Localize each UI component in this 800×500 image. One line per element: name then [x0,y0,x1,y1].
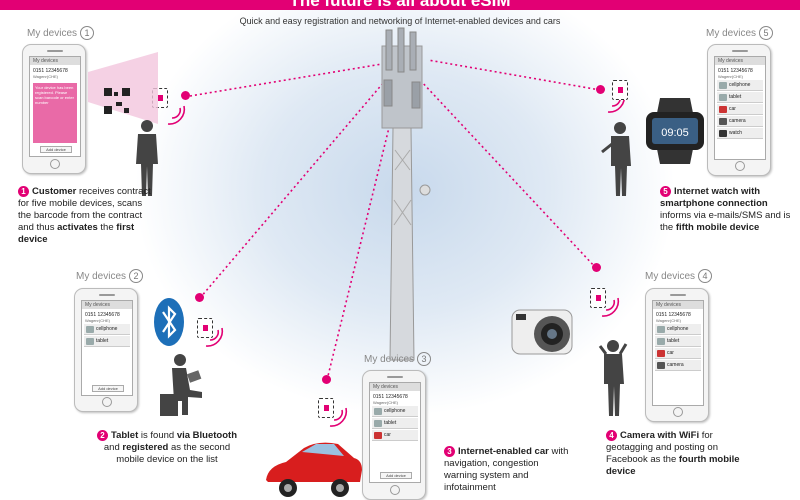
step-2-desc-part: and [103,442,123,453]
step-2-desc-part: as the second mobile device on the list [116,442,231,465]
step-3-desc-part: Internet-enabled car [458,446,549,457]
add-device-button[interactable]: Add device [380,472,412,479]
step-5-desc-part: fifth mobile device [675,222,760,233]
step-3-desc-part: with navigation, congestion warning syst… [444,446,569,493]
phone-screen-4: My devices 0151 12345678 Wagenr(CHE) cel… [652,300,704,406]
car-icon [266,442,362,497]
customer-icon [136,120,158,196]
step-1-desc-part: activates [57,222,98,233]
link-4 [419,79,597,269]
cell-tower [381,27,431,361]
step-2-desc-part: via Bluetooth [176,430,237,441]
link-dot-4 [592,263,601,272]
title-bar: The future is all about eSIM [0,0,800,10]
photographer-icon [598,340,628,416]
bluetooth-icon [154,298,184,346]
step-1-desc-part: first device [18,222,135,245]
watch-time: 09:05 [661,127,689,139]
phone-step-1: My devices 0151 12345678 Wagenr(CHE) You… [22,44,86,174]
screen-item-car: car [372,430,418,441]
phone-screen-3: My devices 0151 12345678 Wagenr(CHE) cel… [369,382,421,483]
screen-item-tablet: tablet [84,336,130,347]
qr-code-beam [88,52,158,124]
step-1-desc-part: Customer [32,186,77,197]
step-1-number: 1 [80,26,95,40]
phone-step-5: My devices 0151 12345678 Wagenr(CHE) cel… [707,44,771,176]
step-2-desc-part: registered [122,442,169,453]
step-1-label-text: My devices [27,28,78,39]
phone-screen-5: My devices 0151 12345678 Wagenr(CHE) cel… [714,56,766,160]
screen-item-watch: watch [717,128,763,139]
link-3 [326,94,398,381]
person-with-watch-icon [601,122,631,196]
screen-item-cellphone: cellphone [84,324,130,335]
esim-chip-4 [590,288,606,308]
link-dot-3 [322,375,331,384]
person-with-tablet-icon [160,354,202,416]
step-1-desc-part: the [97,222,117,233]
esim-chip-3 [318,398,334,418]
phone-screen-2: My devices 0151 12345678 Wagenr(CHE) cel… [81,300,133,396]
esim-chip-5 [612,80,628,100]
link-2 [199,81,385,299]
step-1-desc-part: receives contract for five mobile device… [18,186,151,233]
link-dot-1 [181,91,190,100]
link-dot-5 [596,85,605,94]
step-1-badge: 1 [18,186,29,197]
phone-step-4: My devices 0151 12345678 Wagenr(CHE) cel… [645,288,709,422]
screen-message: Your device has been registered. Please … [33,83,77,143]
page-title: The future is all about eSIM [289,0,511,10]
link-1 [189,63,383,97]
step-5-desc-part: informs via e-mails/SMS and is the [660,210,791,233]
smartwatch-icon: 09:05 [646,98,704,164]
esim-chip-2 [197,318,213,338]
step-5-desc-part: Internet watch with smartphone connectio… [660,186,768,209]
link-5 [427,59,601,91]
phone-step-2: My devices 0151 12345678 Wagenr(CHE) cel… [74,288,138,412]
step-4-desc-part: Camera with WiFi [620,430,700,441]
phone-step-3: My devices 0151 12345678 Wagenr(CHE) cel… [362,370,426,500]
step-4-desc-part: for geotagging and posting on Facebook a… [606,430,718,465]
link-dot-2 [195,293,204,302]
step-2-desc-part: Tablet [110,430,139,441]
screen-item-camera: camera [655,360,701,371]
add-device-button[interactable]: Add device [92,385,124,392]
camera-icon [511,309,573,355]
screen-number: 0151 12345678 [33,68,68,74]
add-device-button[interactable]: Add device [40,146,72,153]
screen-header: My devices [30,57,80,65]
screen-user: Wagenr(CHE) [33,74,58,79]
phone-screen-1: My devices 0151 12345678 Wagenr(CHE) You… [29,56,81,157]
page-subtitle: Quick and easy registration and networki… [239,16,561,26]
step-2-desc-part: is found [138,430,177,441]
step-4-desc-part: fourth mobile device [606,454,740,477]
